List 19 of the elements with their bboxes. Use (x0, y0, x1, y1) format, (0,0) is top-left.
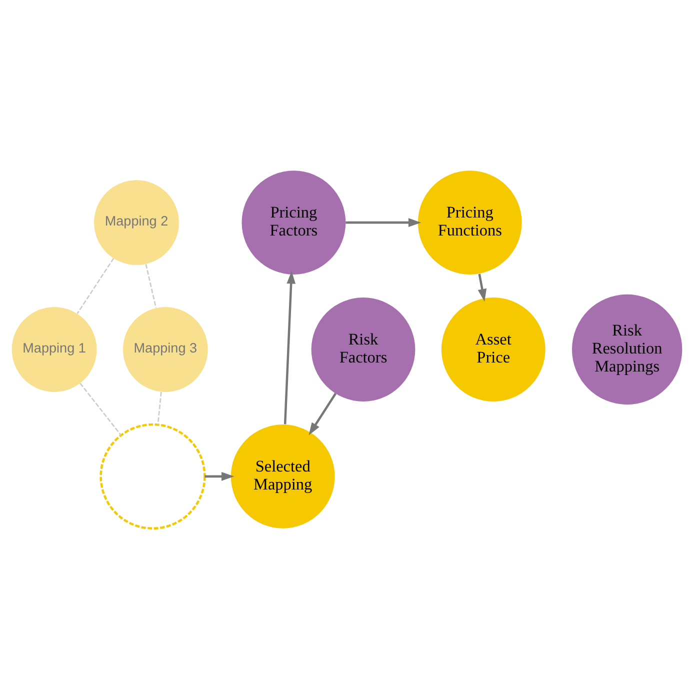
connector (80, 382, 122, 435)
node-circle: Mapping 3 (122, 306, 208, 392)
node-circle: Mapping 2 (94, 180, 179, 265)
arrow (204, 472, 234, 480)
node-circle: Mapping 1 (12, 306, 97, 392)
node-circle: Pricing Factors (242, 170, 346, 274)
arrow (308, 392, 337, 435)
connector (157, 392, 162, 424)
node-circle: Asset Price (441, 297, 546, 401)
arrow (346, 218, 422, 226)
connector (76, 257, 114, 314)
connector (145, 263, 157, 308)
node-circle: Risk Resolution Mappings (572, 294, 682, 404)
arrow (478, 273, 487, 302)
node-circle: Pricing Functions (418, 170, 522, 274)
arrow (284, 270, 296, 424)
node-circle: Selected Mapping (230, 424, 335, 528)
node-circle (100, 422, 206, 530)
node-circle: Risk Factors (311, 297, 416, 401)
